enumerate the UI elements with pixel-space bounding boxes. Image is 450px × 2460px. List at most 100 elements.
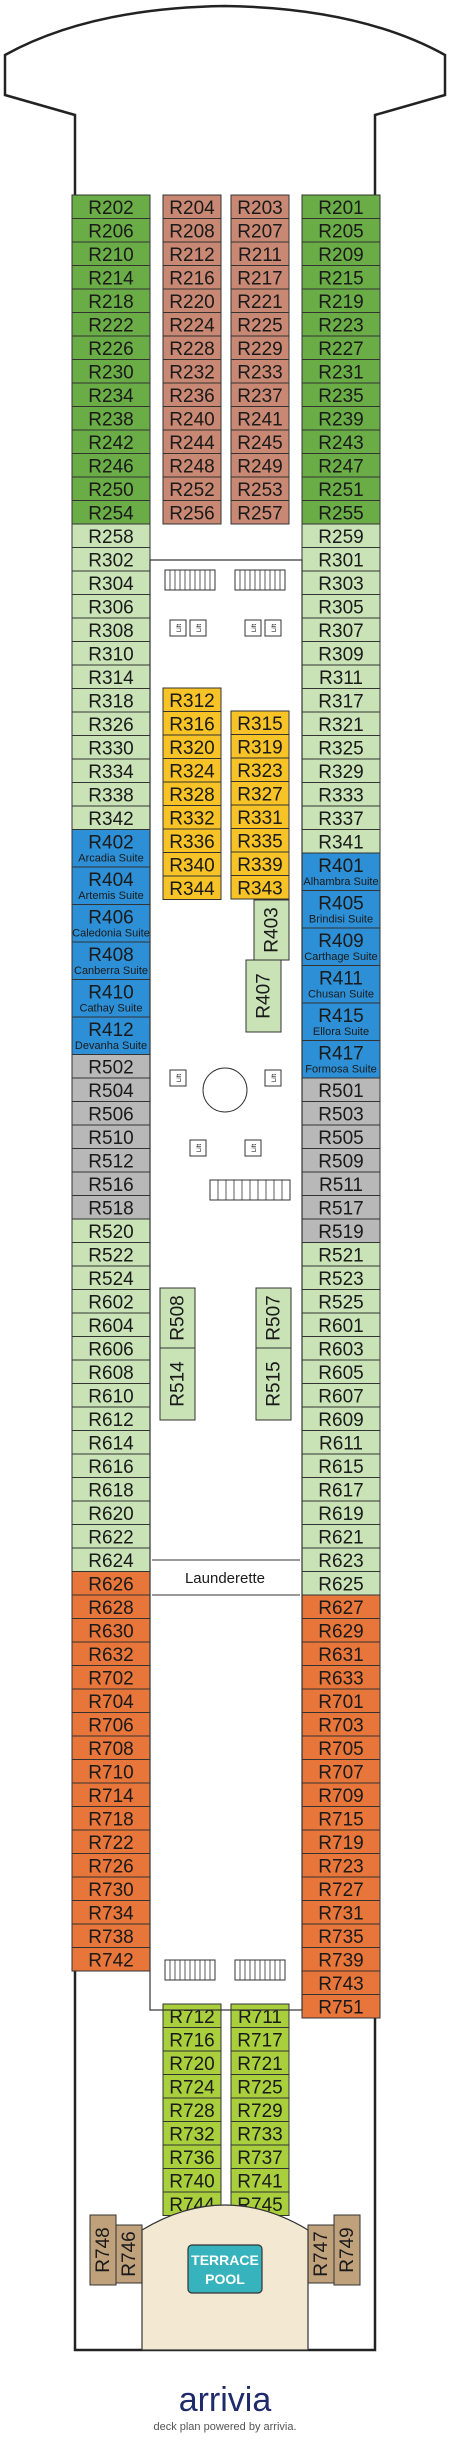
cabin-r255[interactable]: R255 xyxy=(301,500,381,525)
cabin-r254[interactable]: R254 xyxy=(71,500,151,525)
cabin-r502[interactable]: R502 xyxy=(71,1054,151,1079)
cabin-r259[interactable]: R259 xyxy=(301,523,381,548)
cabin-r733[interactable]: R733 xyxy=(230,2121,290,2146)
cabin-r208[interactable]: R208 xyxy=(162,218,222,243)
cabin-r331[interactable]: R331 xyxy=(230,804,290,829)
cabin-r312[interactable]: R312 xyxy=(162,687,222,712)
cabin-r505[interactable]: R505 xyxy=(301,1124,381,1149)
cabin-r212[interactable]: R212 xyxy=(162,241,222,266)
cabin-r719[interactable]: R719 xyxy=(301,1829,381,1854)
cabin-r220[interactable]: R220 xyxy=(162,288,222,313)
cabin-r221[interactable]: R221 xyxy=(230,288,290,313)
cabin-r207[interactable]: R207 xyxy=(230,218,290,243)
cabin-r344[interactable]: R344 xyxy=(162,875,222,900)
cabin-r731[interactable]: R731 xyxy=(301,1900,381,1925)
cabin-r204[interactable]: R204 xyxy=(162,194,222,219)
cabin-r311[interactable]: R311 xyxy=(301,664,381,689)
cabin-r740[interactable]: R740 xyxy=(162,2168,222,2193)
cabin-r301[interactable]: R301 xyxy=(301,547,381,572)
cabin-r306[interactable]: R306 xyxy=(71,594,151,619)
cabin-r328[interactable]: R328 xyxy=(162,781,222,806)
cabin-r403[interactable]: R403 xyxy=(253,899,290,961)
cabin-r711[interactable]: R711 xyxy=(230,2003,290,2028)
cabin-r304[interactable]: R304 xyxy=(71,570,151,595)
cabin-r248[interactable]: R248 xyxy=(162,453,222,478)
cabin-r506[interactable]: R506 xyxy=(71,1101,151,1126)
cabin-r238[interactable]: R238 xyxy=(71,406,151,431)
cabin-r230[interactable]: R230 xyxy=(71,359,151,384)
cabin-r242[interactable]: R242 xyxy=(71,429,151,454)
cabin-r340[interactable]: R340 xyxy=(162,852,222,877)
cabin-r623[interactable]: R623 xyxy=(301,1547,381,1572)
cabin-r614[interactable]: R614 xyxy=(71,1430,151,1455)
cabin-r209[interactable]: R209 xyxy=(301,241,381,266)
cabin-r721[interactable]: R721 xyxy=(230,2050,290,2075)
cabin-r624[interactable]: R624 xyxy=(71,1547,151,1572)
cabin-r612[interactable]: R612 xyxy=(71,1406,151,1431)
cabin-r521[interactable]: R521 xyxy=(301,1242,381,1267)
cabin-r606[interactable]: R606 xyxy=(71,1336,151,1361)
cabin-r617[interactable]: R617 xyxy=(301,1477,381,1502)
cabin-r710[interactable]: R710 xyxy=(71,1759,151,1784)
cabin-r714[interactable]: R714 xyxy=(71,1782,151,1807)
cabin-r314[interactable]: R314 xyxy=(71,664,151,689)
cabin-r309[interactable]: R309 xyxy=(301,641,381,666)
cabin-r205[interactable]: R205 xyxy=(301,218,381,243)
cabin-r258[interactable]: R258 xyxy=(71,523,151,548)
cabin-r226[interactable]: R226 xyxy=(71,335,151,360)
cabin-r523[interactable]: R523 xyxy=(301,1265,381,1290)
cabin-r717[interactable]: R717 xyxy=(230,2027,290,2052)
cabin-r702[interactable]: R702 xyxy=(71,1665,151,1690)
cabin-r503[interactable]: R503 xyxy=(301,1101,381,1126)
cabin-r512[interactable]: R512 xyxy=(71,1148,151,1173)
cabin-r704[interactable]: R704 xyxy=(71,1688,151,1713)
cabin-r511[interactable]: R511 xyxy=(301,1171,381,1196)
cabin-r707[interactable]: R707 xyxy=(301,1759,381,1784)
cabin-r222[interactable]: R222 xyxy=(71,312,151,337)
cabin-r507[interactable]: R507 xyxy=(255,1287,292,1349)
cabin-r338[interactable]: R338 xyxy=(71,782,151,807)
cabin-r604[interactable]: R604 xyxy=(71,1312,151,1337)
cabin-r738[interactable]: R738 xyxy=(71,1923,151,1948)
cabin-r525[interactable]: R525 xyxy=(301,1289,381,1314)
cabin-r244[interactable]: R244 xyxy=(162,429,222,454)
cabin-r508[interactable]: R508 xyxy=(159,1287,196,1349)
cabin-r324[interactable]: R324 xyxy=(162,758,222,783)
cabin-r206[interactable]: R206 xyxy=(71,218,151,243)
cabin-r626[interactable]: R626 xyxy=(71,1571,151,1596)
cabin-r618[interactable]: R618 xyxy=(71,1477,151,1502)
cabin-r335[interactable]: R335 xyxy=(230,828,290,853)
cabin-r319[interactable]: R319 xyxy=(230,734,290,759)
cabin-r630[interactable]: R630 xyxy=(71,1618,151,1643)
cabin-r749[interactable]: R749 xyxy=(333,2214,361,2286)
cabin-r325[interactable]: R325 xyxy=(301,735,381,760)
cabin-r726[interactable]: R726 xyxy=(71,1853,151,1878)
cabin-r705[interactable]: R705 xyxy=(301,1735,381,1760)
cabin-r307[interactable]: R307 xyxy=(301,617,381,642)
cabin-r232[interactable]: R232 xyxy=(162,359,222,384)
cabin-r608[interactable]: R608 xyxy=(71,1359,151,1384)
cabin-r250[interactable]: R250 xyxy=(71,476,151,501)
cabin-r629[interactable]: R629 xyxy=(301,1618,381,1643)
cabin-r236[interactable]: R236 xyxy=(162,382,222,407)
cabin-r247[interactable]: R247 xyxy=(301,453,381,478)
cabin-r327[interactable]: R327 xyxy=(230,781,290,806)
cabin-r233[interactable]: R233 xyxy=(230,359,290,384)
cabin-r305[interactable]: R305 xyxy=(301,594,381,619)
cabin-r748[interactable]: R748 xyxy=(89,2214,117,2286)
cabin-r746[interactable]: R746 xyxy=(115,2224,143,2284)
cabin-r720[interactable]: R720 xyxy=(162,2050,222,2075)
cabin-r229[interactable]: R229 xyxy=(230,335,290,360)
cabin-r602[interactable]: R602 xyxy=(71,1289,151,1314)
cabin-r703[interactable]: R703 xyxy=(301,1712,381,1737)
cabin-r231[interactable]: R231 xyxy=(301,359,381,384)
cabin-r747[interactable]: R747 xyxy=(307,2224,335,2284)
cabin-r245[interactable]: R245 xyxy=(230,429,290,454)
cabin-r332[interactable]: R332 xyxy=(162,805,222,830)
